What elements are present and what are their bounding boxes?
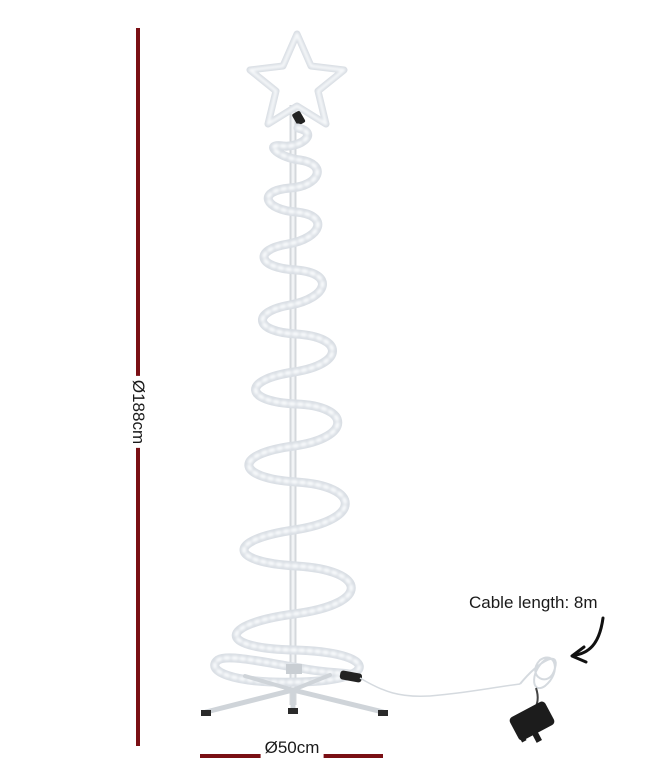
height-dimension-label: Ø188cm (128, 375, 148, 449)
width-dimension-label: Ø50cm (260, 738, 324, 758)
cable-length-label: Cable length: 8m (469, 593, 598, 612)
star-topper (246, 30, 348, 128)
spiral-light-tube (210, 123, 364, 687)
curved-arrow-icon (570, 616, 605, 664)
power-cable (359, 656, 557, 713)
tree-base-stand (201, 664, 388, 716)
power-adapter (509, 701, 555, 743)
